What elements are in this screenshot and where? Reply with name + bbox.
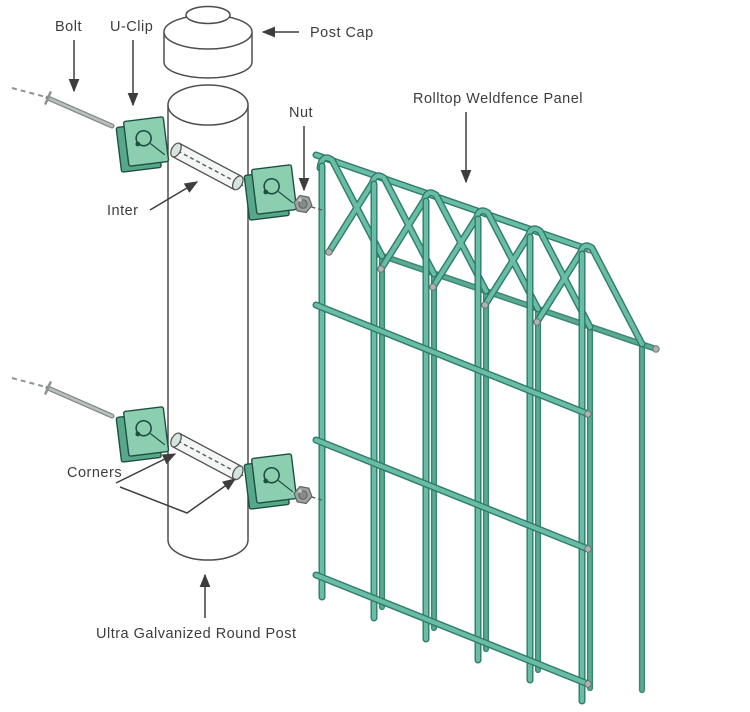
wire-end-cap xyxy=(377,265,385,273)
wire-end-cap xyxy=(584,545,592,553)
wire-end-cap xyxy=(652,345,660,353)
wire-end-cap xyxy=(429,283,437,291)
label-panel: Rolltop Weldfence Panel xyxy=(413,91,583,107)
wire-end-cap xyxy=(481,301,489,309)
through-bolt-lower xyxy=(170,432,246,481)
post-assembly xyxy=(11,5,323,561)
panel-vertical-wires xyxy=(322,166,582,701)
label-nut: Nut xyxy=(289,105,313,121)
panel-back-wires xyxy=(374,253,660,690)
u-clip-lower-right xyxy=(242,452,299,511)
label-u-clip: U-Clip xyxy=(110,19,153,35)
panel-rolltop-lattice xyxy=(320,158,642,344)
label-corners: Corners xyxy=(67,465,122,481)
wire-end-cap xyxy=(584,680,592,688)
label-post-cap: Post Cap xyxy=(310,25,374,41)
label-inter: Inter xyxy=(107,203,139,219)
label-round-post: Ultra Galvanized Round Post xyxy=(96,626,297,642)
nut-lower xyxy=(293,485,313,505)
u-clip-upper-left xyxy=(114,115,171,174)
inter-arrow xyxy=(149,181,199,211)
through-bolt-upper xyxy=(170,142,246,191)
bolt-lower xyxy=(11,377,115,419)
u-clip-lower-left xyxy=(114,405,171,464)
bolt-upper xyxy=(11,87,115,129)
wire-end-cap xyxy=(325,248,333,256)
nut-upper xyxy=(293,194,313,214)
wire-end-cap xyxy=(584,410,592,418)
post-cap xyxy=(163,5,253,79)
corners-arrow-1 xyxy=(115,453,177,484)
callouts: Bolt U-Clip Post Cap Nut Rolltop Weldfen… xyxy=(55,19,583,642)
label-bolt: Bolt xyxy=(55,19,82,35)
corners-arrow-2 xyxy=(119,478,237,514)
wire-end-cap xyxy=(533,318,541,326)
u-clip-upper-right xyxy=(242,163,299,222)
panel-horizontal-rails xyxy=(316,305,592,688)
rolltop-weldfence-panel xyxy=(316,155,660,701)
